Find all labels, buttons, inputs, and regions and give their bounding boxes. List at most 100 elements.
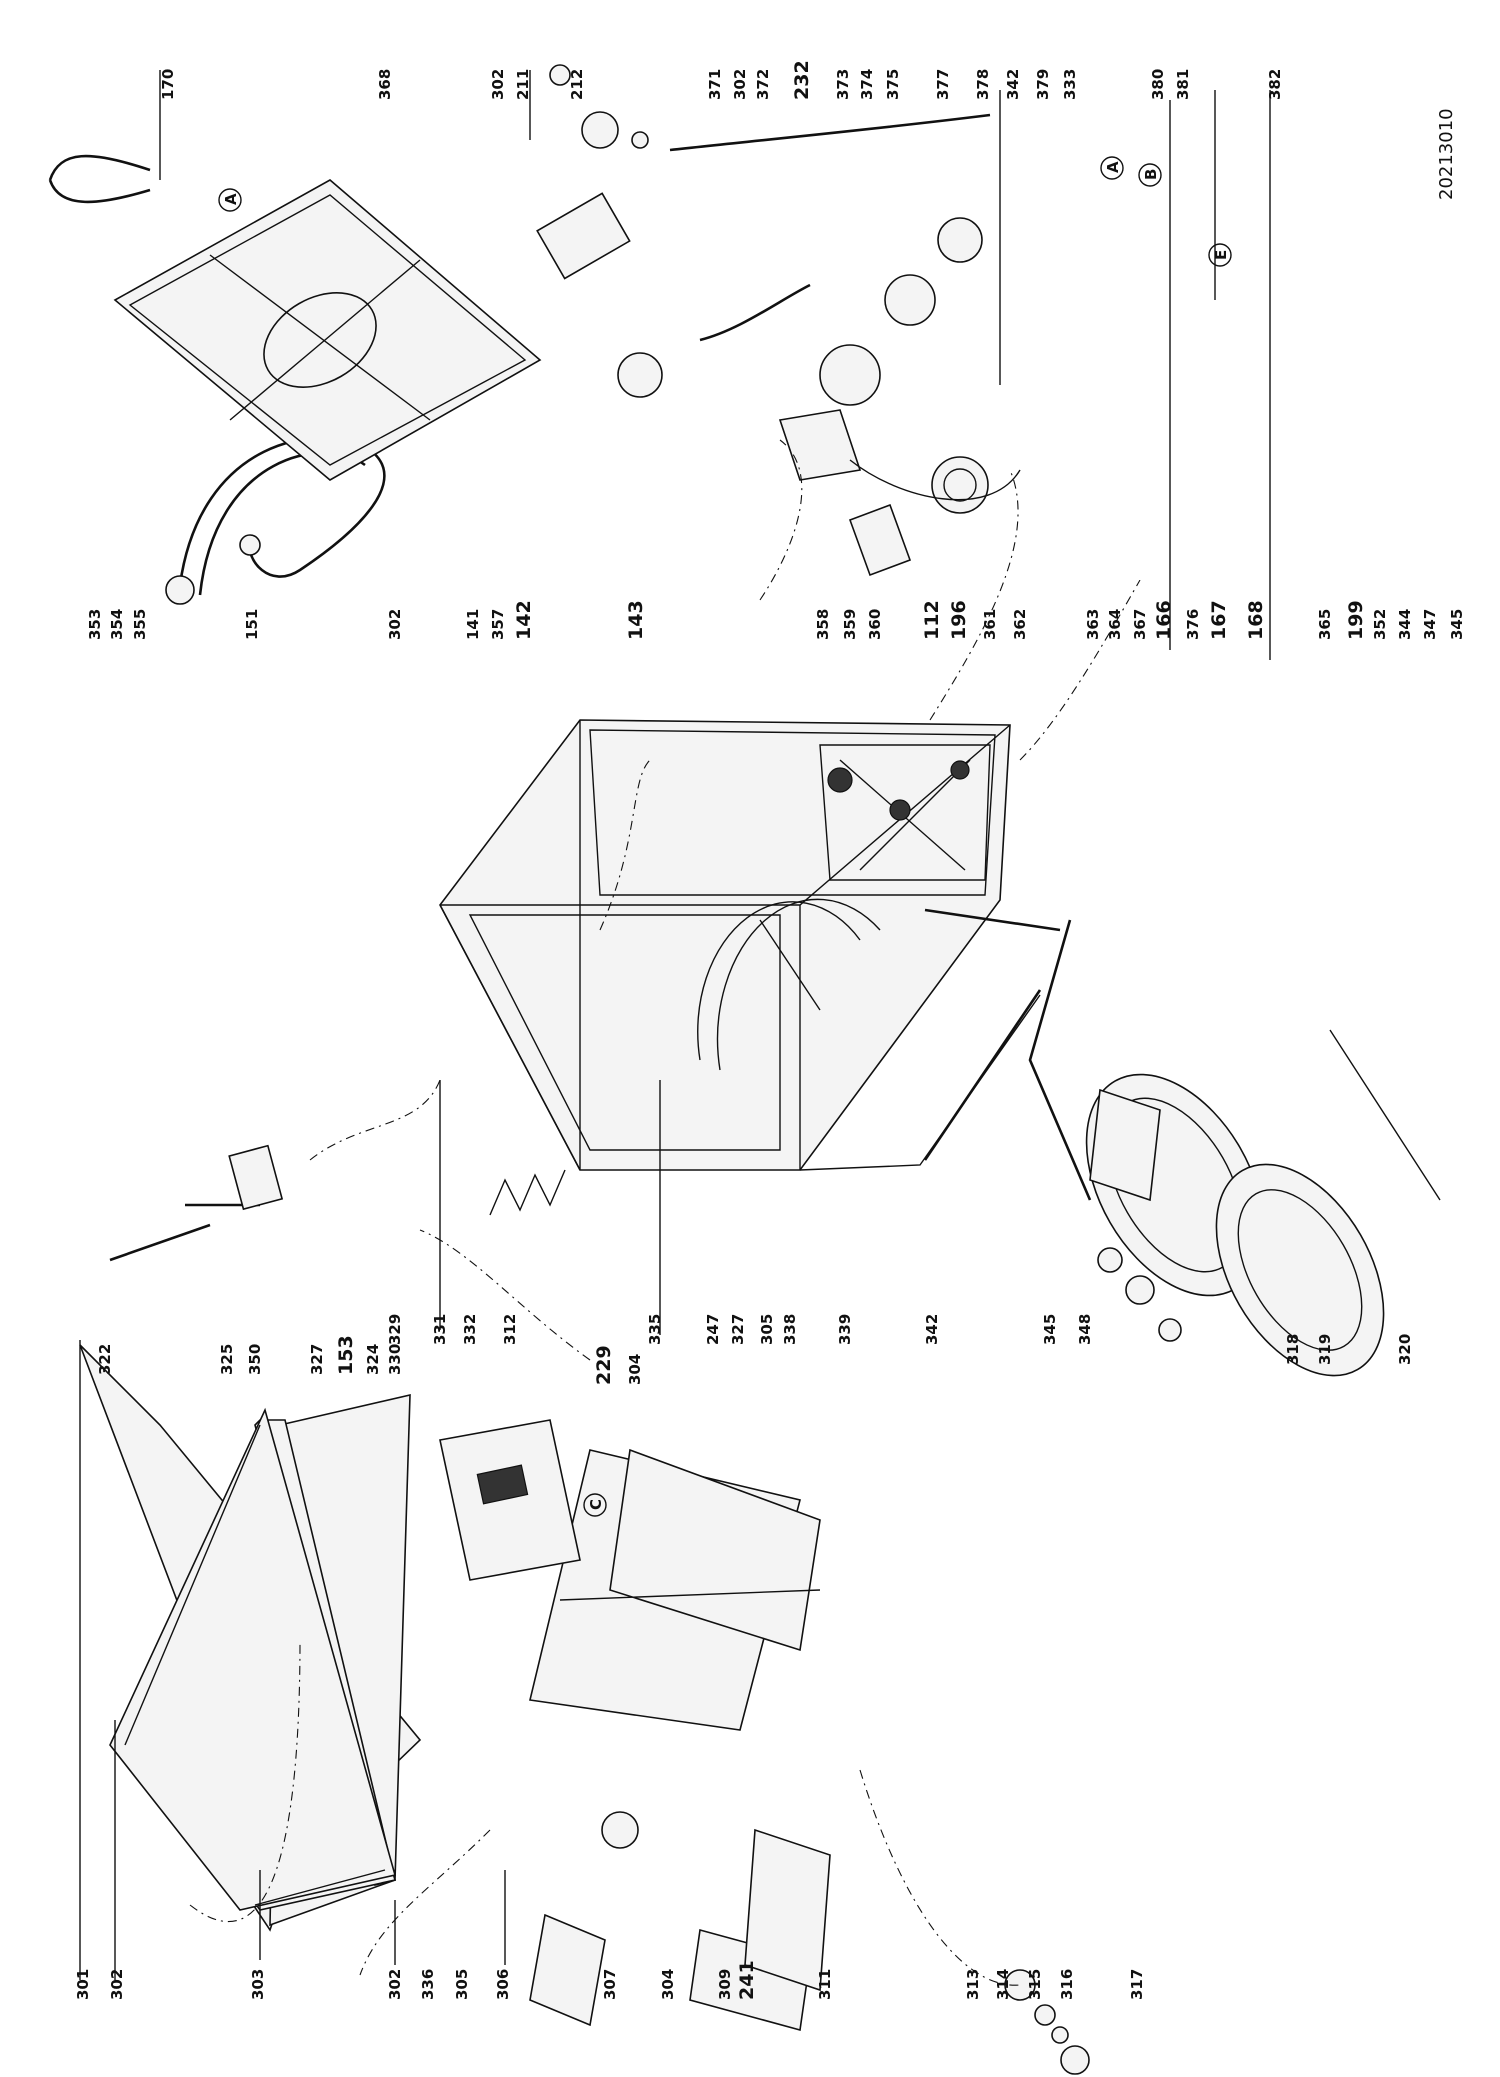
callout-304b: 304 (626, 1354, 644, 1385)
callout-364: 364 (1106, 609, 1124, 640)
callout-143: 143 (625, 600, 647, 640)
callout-372: 372 (754, 69, 772, 100)
callout-331: 331 (431, 1314, 449, 1345)
callout-142: 142 (513, 600, 535, 640)
detergent-drawer (529, 1828, 831, 2032)
callout-381: 381 (1174, 69, 1192, 100)
lid-spring (109, 1144, 566, 1262)
callout-371: 371 (706, 69, 724, 100)
filter-housing (848, 456, 1021, 577)
callout-199: 199 (1345, 600, 1367, 640)
callout-347: 347 (1421, 609, 1439, 640)
top-row-labels: 170 368 302 211 212 371 302 372 232 373 … (159, 60, 1284, 100)
callout-168: 168 (1245, 600, 1267, 640)
connector-a: A (1104, 161, 1122, 173)
base-plate (113, 179, 542, 481)
callout-302d: 302 (731, 69, 749, 100)
callout-338: 338 (781, 1314, 799, 1345)
callout-333: 333 (1061, 69, 1079, 100)
callout-368: 368 (376, 69, 394, 100)
callout-153: 153 (335, 1335, 357, 1375)
callout-367: 367 (1131, 609, 1149, 640)
hinge-bar (1028, 919, 1182, 1342)
callout-141: 141 (464, 609, 482, 640)
callout-170: 170 (159, 69, 177, 100)
callout-305b: 305 (758, 1314, 776, 1345)
callout-316: 316 (1058, 1969, 1076, 2000)
callout-330: 330 (386, 1344, 404, 1375)
callout-353: 353 (86, 609, 104, 640)
callout-358: 358 (814, 609, 832, 640)
callout-303: 303 (249, 1969, 267, 2000)
callout-342: 342 (923, 1314, 941, 1345)
callout-309: 309 (716, 1969, 734, 2000)
callout-373: 373 (834, 69, 852, 100)
callout-305: 305 (453, 1969, 471, 2000)
callout-319: 319 (1316, 1334, 1334, 1365)
connector-a-top: A (222, 193, 240, 205)
callout-302b: 302 (386, 1969, 404, 2000)
connector-e: E (1212, 250, 1230, 260)
callout-342b: 342 (1004, 69, 1022, 100)
callout-375: 375 (884, 69, 902, 100)
callout-307: 307 (601, 1969, 619, 2000)
mid-column-labels: 322 325 350 327 153 324 330 329 331 332 … (96, 1314, 1414, 1385)
drain-pump (778, 217, 983, 481)
callout-350: 350 (246, 1344, 264, 1375)
center-row-labels: 353 354 355 151 302 141 357 142 143 358 … (86, 600, 1466, 640)
control-panel (529, 1448, 821, 1849)
callout-317: 317 (1128, 1969, 1146, 2000)
knob-group (1004, 1969, 1090, 2075)
callout-314: 314 (994, 1969, 1012, 2000)
top-lid (109, 1407, 396, 1911)
callout-376: 376 (1184, 609, 1202, 640)
callout-339: 339 (836, 1314, 854, 1345)
callout-345: 345 (1041, 1314, 1059, 1345)
callout-363: 363 (1084, 609, 1102, 640)
callout-374: 374 (858, 69, 876, 100)
tub-support (819, 744, 991, 881)
callout-357: 357 (489, 609, 507, 640)
pressure-switch (536, 64, 663, 398)
callout-167: 167 (1208, 600, 1230, 640)
callout-361: 361 (981, 609, 999, 640)
connector-b: B (1142, 169, 1160, 180)
programmer-unit (439, 1419, 581, 1581)
document-code: 20213010 (1436, 108, 1457, 200)
callout-304: 304 (659, 1969, 677, 2000)
callout-301: 301 (74, 1969, 92, 2000)
callout-315: 315 (1026, 1969, 1044, 2000)
callout-365: 365 (1316, 609, 1334, 640)
callout-352: 352 (1371, 609, 1389, 640)
callout-232: 232 (791, 60, 813, 100)
connector-c: C (587, 1499, 605, 1510)
callout-312: 312 (501, 1314, 519, 1345)
callout-212: 212 (568, 69, 586, 100)
callout-359: 359 (841, 609, 859, 640)
callout-112: 112 (921, 600, 943, 640)
callout-211: 211 (514, 69, 532, 100)
callout-327b: 327 (729, 1314, 747, 1345)
leader-lines (189, 439, 1141, 1986)
callout-311: 311 (816, 1969, 834, 2000)
callout-380: 380 (1149, 69, 1167, 100)
callout-354: 354 (108, 609, 126, 640)
callout-329: 329 (386, 1314, 404, 1345)
callout-306: 306 (494, 1969, 512, 2000)
connector-markers: A A B E C (218, 156, 1232, 1517)
callout-377: 377 (934, 69, 952, 100)
callout-378: 378 (974, 69, 992, 100)
callout-379: 379 (1034, 69, 1052, 100)
callout-336: 336 (419, 1969, 437, 2000)
callout-345b: 345 (1448, 609, 1466, 640)
callout-327: 327 (308, 1344, 326, 1375)
callout-344: 344 (1396, 609, 1414, 640)
callout-362: 362 (1011, 609, 1029, 640)
callout-151: 151 (243, 609, 261, 640)
callout-302: 302 (108, 1969, 126, 2000)
callout-302c: 302 (489, 69, 507, 100)
hose-clamp (48, 154, 151, 204)
callout-196: 196 (948, 600, 970, 640)
left-column-labels: 301 302 303 302 336 305 306 307 304 309 … (74, 1960, 1146, 2000)
